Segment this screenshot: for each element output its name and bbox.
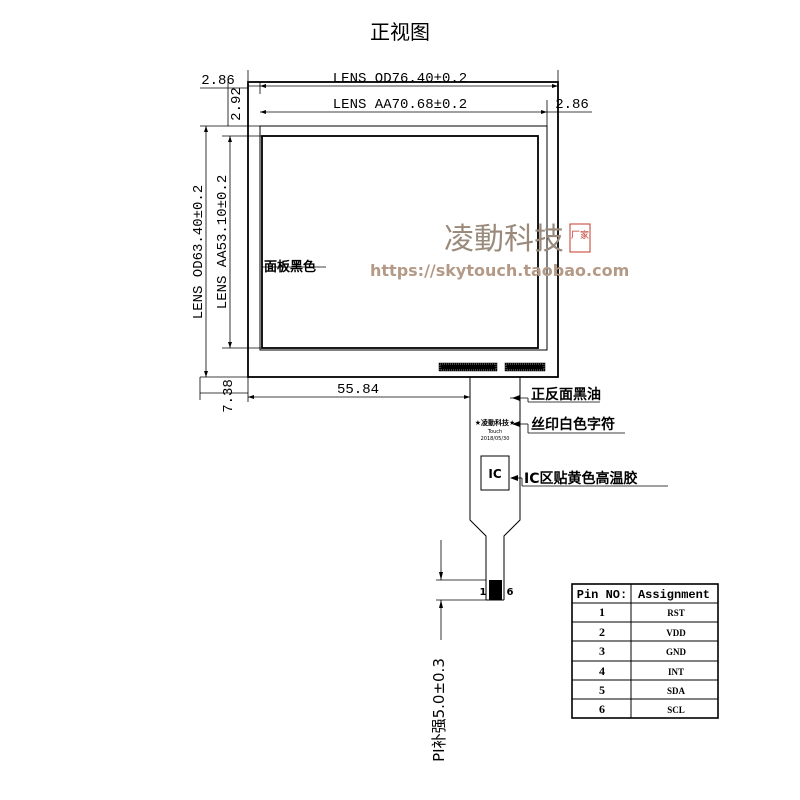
dim-bottom-margin: [199, 377, 248, 400]
fpc-print-line2: Touch: [487, 429, 502, 435]
pin-table-cell-pin: 2: [599, 625, 605, 639]
leader-ic-area: [510, 475, 668, 487]
lens-inner-border: [259, 125, 548, 351]
pin-table-header-pin: Pin NO:: [577, 588, 627, 602]
stiffener-dimension: [436, 540, 486, 640]
label-top-margin: 2.92: [229, 87, 245, 121]
label-lens-od-height: LENS OD63.40±0.2: [191, 185, 207, 319]
label-lens-od-width: LENS OD76.40±0.2: [333, 71, 467, 87]
label-panel-color: 面板黑色: [264, 259, 316, 275]
dim-lens-aa-height: [222, 135, 262, 349]
pin-table-cell-signal: RST: [667, 608, 685, 618]
pin-table-cell-pin: 4: [599, 664, 605, 678]
pin-table-cell-pin: 3: [599, 644, 605, 658]
ic-box: [480, 455, 510, 491]
label-black-oil: 正反面黑油: [531, 386, 601, 403]
pin-block: [489, 580, 502, 600]
fpc-print-line1: ★凌動科技★: [475, 418, 516, 427]
dim-top-margin: [200, 82, 260, 127]
label-lens-aa-height: LENS AA53.10±0.2: [215, 175, 231, 309]
pin-table-header-assignment: Assignment: [638, 588, 710, 602]
lens-outer-outline: [247, 81, 559, 378]
dim-lens-od-width: [200, 70, 559, 94]
dim-lens-od-height: [200, 126, 248, 378]
pin-table: [571, 583, 719, 719]
pin-table-cell-signal: SCL: [667, 705, 685, 715]
pin-table-cell-pin: 1: [599, 605, 605, 619]
drawing-title: 正视图: [370, 21, 430, 44]
pin-table-cell-signal: VDD: [666, 628, 686, 638]
label-pin-first: 1: [480, 587, 487, 598]
watermark-text: 凌動科技: [444, 222, 564, 257]
pin-table-rows: 1 RST 2 VDD 3 GND 4 INT 5 SDA 6 SCL: [599, 605, 687, 716]
watermark-badge-text: 厂家: [571, 229, 589, 241]
pin-table-cell-pin: 6: [599, 702, 605, 716]
label-fpc-offset: 55.84: [337, 382, 379, 398]
label-ic-area: IC区贴黄色高温胶: [524, 470, 637, 487]
fpc-print-date: 2018/05/30: [481, 436, 510, 442]
watermark-badge: [569, 223, 591, 253]
dim-lens-aa-width: [260, 100, 592, 126]
leader-silkscreen: [512, 421, 625, 434]
label-bottom-margin: 7.38: [221, 379, 237, 413]
dim-fpc-offset: [247, 377, 470, 402]
pin-table-cell-signal: GND: [666, 647, 687, 657]
label-left-margin: 2.86: [201, 73, 235, 89]
label-stiffener: PI补强5.0±0.3: [430, 658, 448, 762]
leader-black-oil: [510, 395, 600, 403]
pin-table-cell-signal: SDA: [667, 686, 686, 696]
label-pin-last: 6: [507, 587, 514, 598]
pin-table-cell-pin: 5: [599, 683, 605, 697]
label-silkscreen: 丝印白色字符: [531, 416, 615, 433]
label-lens-aa-width: LENS AA70.68±0.2: [333, 97, 467, 113]
pin-table-cell-signal: INT: [668, 667, 684, 677]
fpc-outline: [469, 377, 521, 601]
label-right-margin: 2.86: [555, 97, 589, 113]
ic-label: IC: [488, 467, 501, 481]
active-area-outline: [261, 135, 539, 349]
watermark-url: https://skytouch.taobao.com: [370, 261, 629, 280]
connector-pads: [438, 362, 546, 372]
